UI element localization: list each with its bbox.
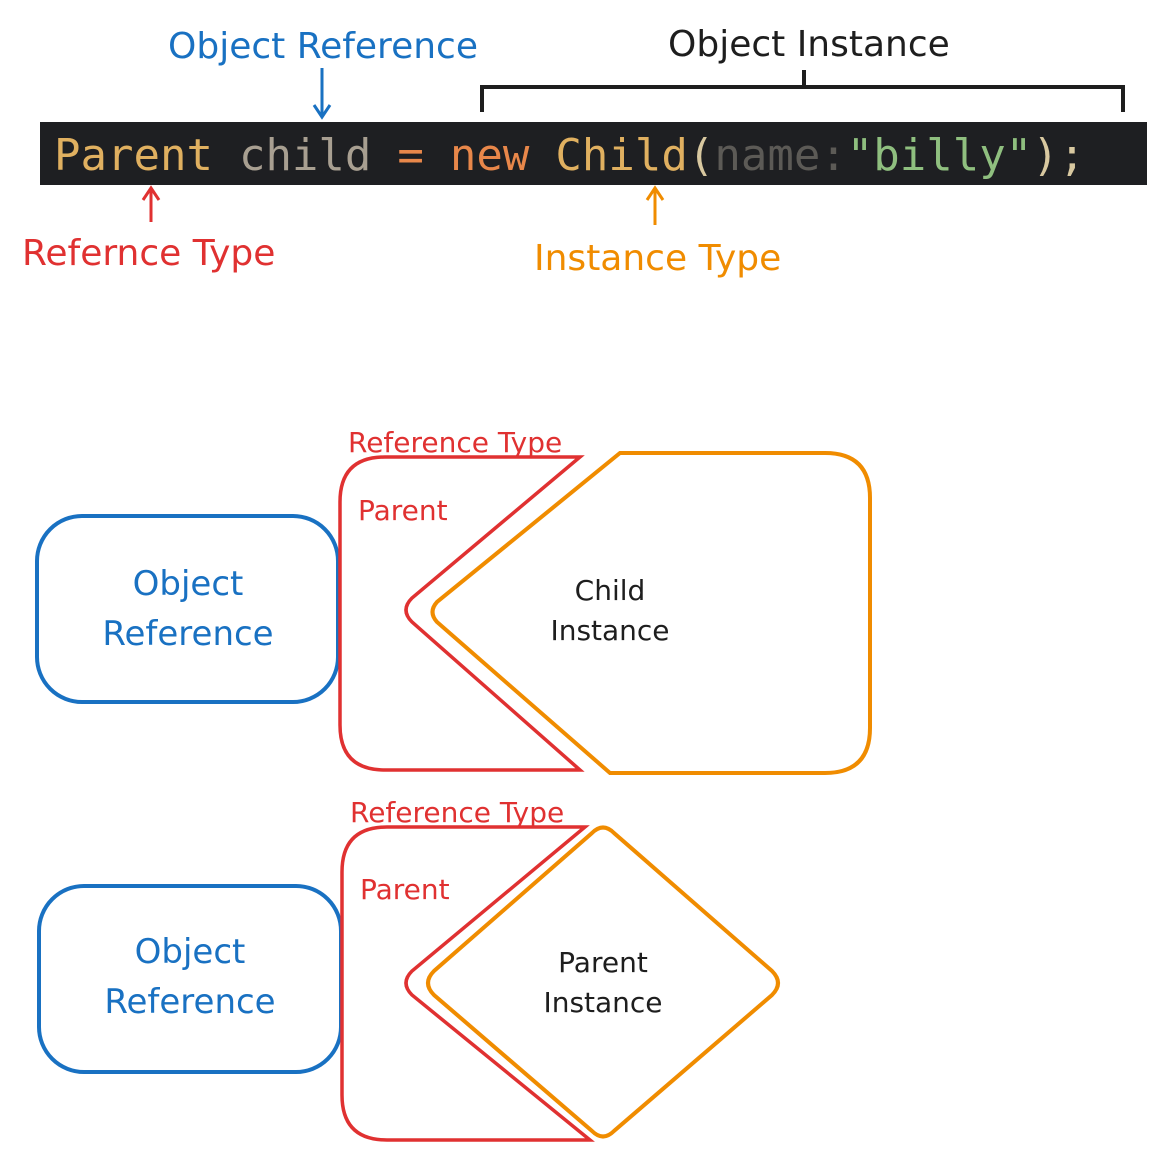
object-reference-label: Object xyxy=(135,932,246,972)
instance-label: Instance xyxy=(550,614,669,647)
child-instance-shape xyxy=(430,451,872,775)
instance-label: Child xyxy=(575,574,646,607)
instance-bracket xyxy=(480,70,1125,112)
parent-label: Parent xyxy=(360,873,450,906)
reference-type-label: Reference Type xyxy=(350,796,564,829)
instance-type-annotation: Instance Type xyxy=(534,238,781,279)
instance-label: Instance xyxy=(543,986,662,1019)
code-line-background xyxy=(40,122,1147,185)
reference-type-annotation: Refernce Type xyxy=(22,233,275,274)
reference-type-label: Reference Type xyxy=(348,426,562,459)
reference-type-shape xyxy=(340,825,595,1142)
parent-instance-shape xyxy=(426,825,780,1139)
object-reference-box xyxy=(37,884,343,1074)
object-reference-label: Reference xyxy=(102,614,273,654)
reference-type-shape xyxy=(338,455,585,772)
object-instance-annotation: Object Instance xyxy=(668,24,950,65)
object-reference-label: Reference xyxy=(104,982,275,1022)
arrow-up-icon xyxy=(645,185,665,225)
arrow-up-icon xyxy=(141,185,161,222)
parent-label: Parent xyxy=(358,494,448,527)
object-reference-box xyxy=(35,514,340,704)
object-reference-annotation: Object Reference xyxy=(168,26,478,67)
instance-label: Parent xyxy=(558,946,648,979)
arrow-down-icon xyxy=(312,68,332,120)
object-reference-label: Object xyxy=(133,564,244,604)
